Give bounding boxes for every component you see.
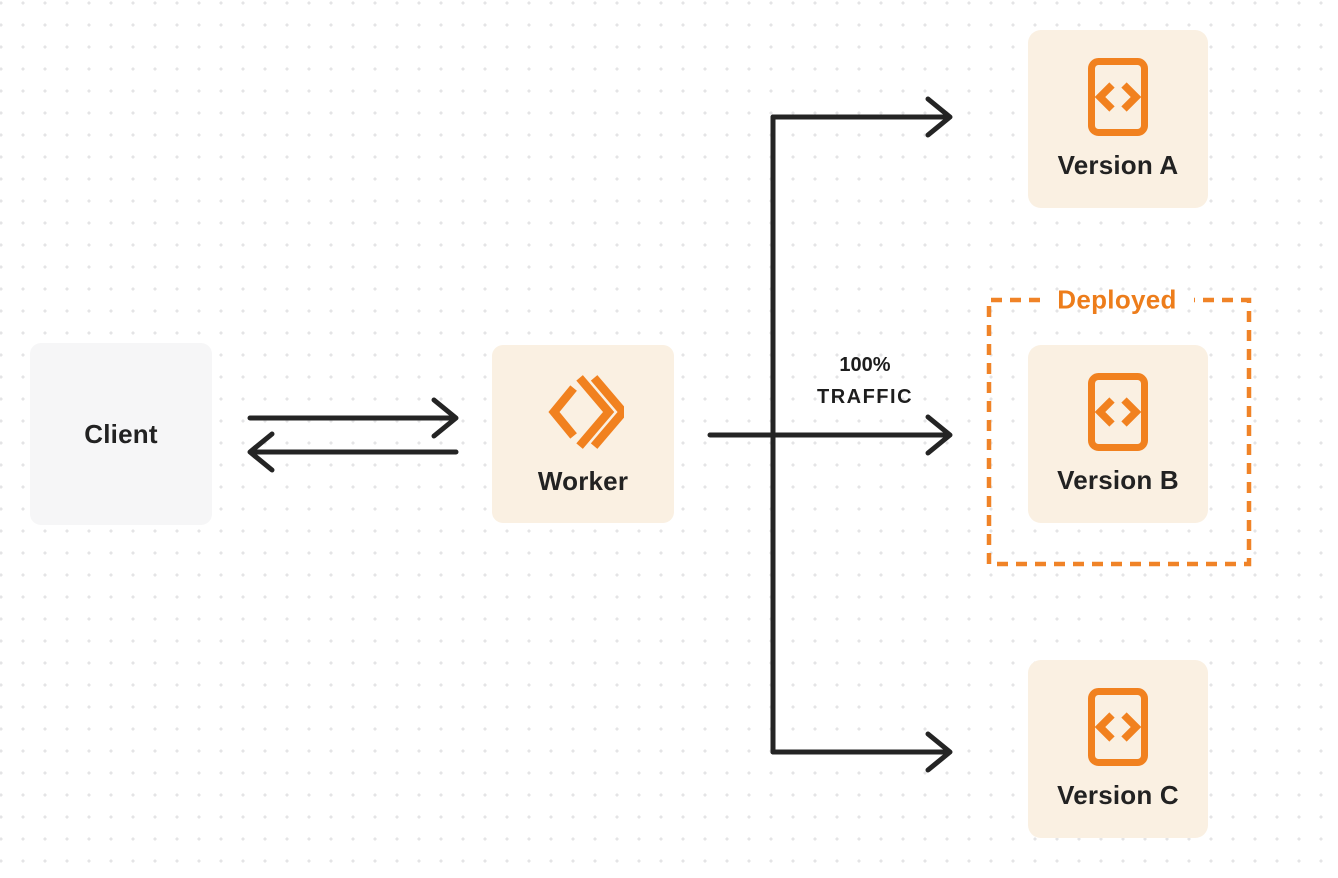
version-c-node: Version C (1028, 660, 1208, 838)
code-file-icon (1088, 373, 1148, 451)
worker-icon (548, 375, 624, 449)
worker-label: Worker (537, 466, 629, 496)
client-label: Client (84, 418, 158, 449)
arrow-branch-to-version-a (770, 96, 953, 138)
version-b-node: Version B (1028, 345, 1208, 523)
worker-node: Worker (492, 345, 674, 523)
traffic-label: 100% TRAFFIC (817, 349, 913, 413)
code-file-icon (1088, 58, 1148, 136)
traffic-percent: 100% (839, 354, 891, 376)
arrow-client-to-worker (247, 397, 459, 439)
version-b-label: Version B (1057, 465, 1179, 495)
version-a-node: Version A (1028, 30, 1208, 208)
deployed-badge: Deployed (1057, 284, 1177, 315)
client-node: Client (30, 343, 212, 525)
code-file-icon (1088, 688, 1148, 766)
arrow-worker-to-version-b (707, 414, 953, 456)
arrow-branch-to-version-c (770, 731, 953, 773)
traffic-word: TRAFFIC (816, 386, 914, 408)
version-a-label: Version A (1057, 150, 1179, 180)
arrow-worker-to-client (247, 431, 459, 473)
version-c-label: Version C (1057, 780, 1179, 810)
